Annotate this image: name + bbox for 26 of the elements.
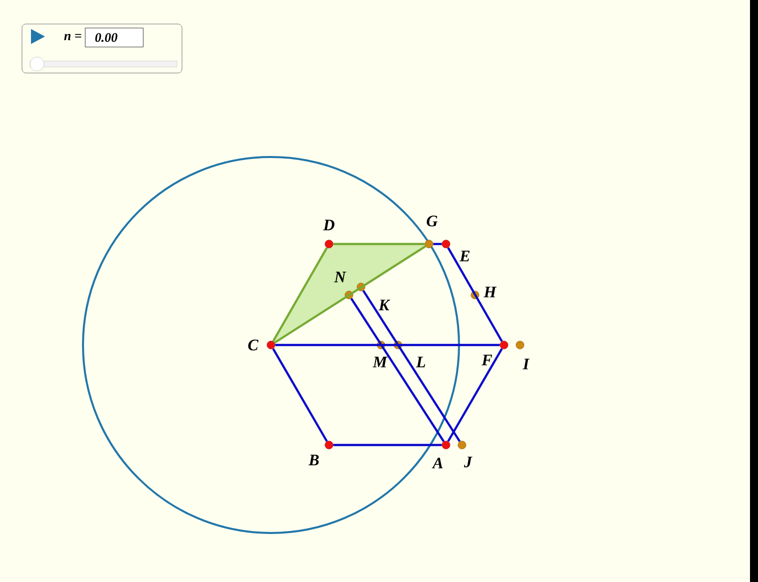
point-label: J bbox=[464, 456, 472, 468]
value-field: 0.00 bbox=[85, 28, 144, 48]
point-label: E bbox=[460, 250, 470, 262]
point-label: G bbox=[426, 216, 438, 226]
line-segment bbox=[447, 348, 503, 442]
line-segment bbox=[350, 298, 445, 442]
point-label: H bbox=[484, 286, 497, 298]
point-label: M bbox=[372, 356, 388, 368]
point-label: F bbox=[482, 354, 492, 366]
point-label: A bbox=[432, 458, 443, 468]
point-label: K bbox=[378, 300, 390, 310]
point-label: B bbox=[308, 454, 319, 466]
line-segment bbox=[362, 290, 461, 442]
point-label: N bbox=[334, 272, 346, 282]
line-segment bbox=[447, 247, 503, 342]
variable-label: n = bbox=[64, 34, 82, 40]
line-segment bbox=[433, 242, 442, 246]
line-segment bbox=[333, 444, 442, 446]
point-label: C bbox=[248, 340, 258, 350]
point-label: L bbox=[416, 356, 426, 368]
point-label: D bbox=[323, 220, 334, 230]
line-segment bbox=[275, 344, 500, 346]
point-label: I bbox=[522, 358, 530, 370]
line-segment bbox=[333, 242, 425, 246]
line-segment bbox=[272, 348, 328, 442]
line-segment bbox=[272, 247, 328, 342]
